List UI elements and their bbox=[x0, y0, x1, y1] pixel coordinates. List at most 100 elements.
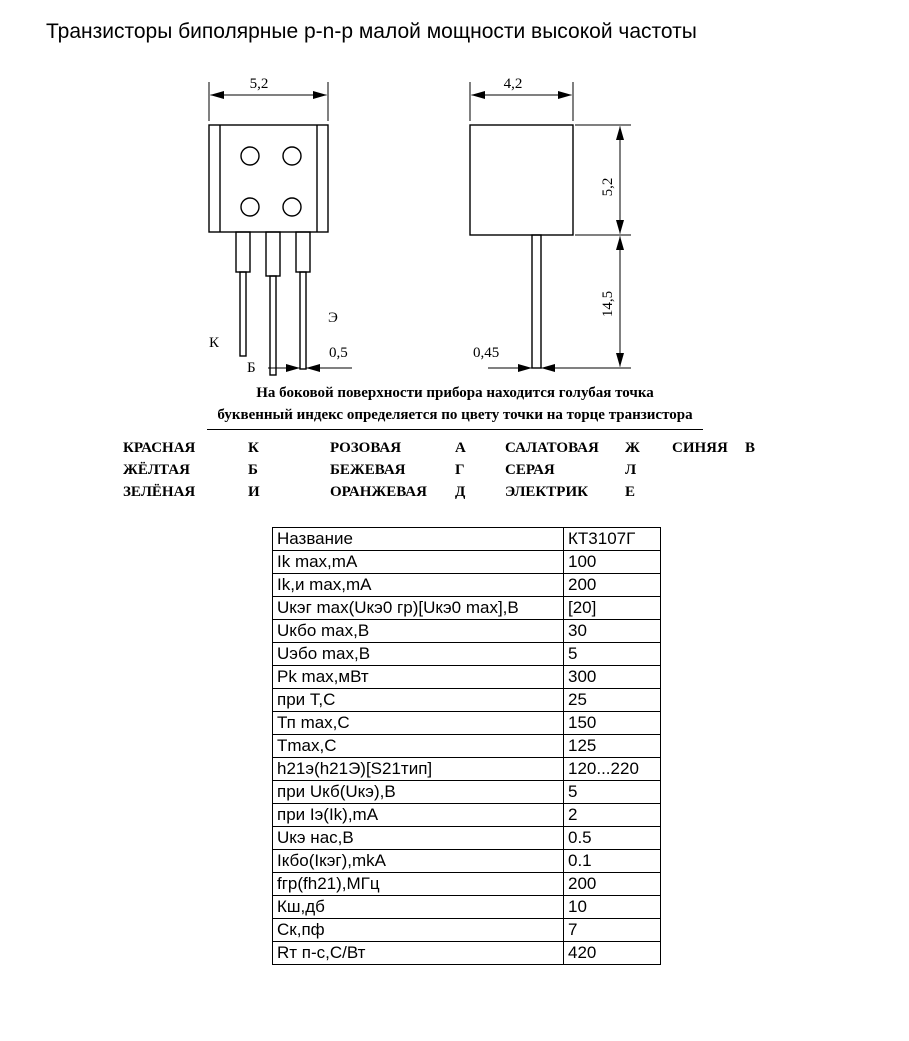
spec-value-cell: 100 bbox=[563, 550, 661, 574]
color-name: ЖЁЛТАЯ bbox=[123, 462, 190, 478]
lead-emitter bbox=[295, 231, 311, 273]
mounting-hole bbox=[282, 197, 302, 217]
color-name: КРАСНАЯ bbox=[123, 440, 196, 456]
pin-label-collector: К bbox=[209, 335, 220, 351]
color-name: СИНЯЯ bbox=[672, 440, 728, 456]
color-code-letter bbox=[745, 482, 785, 503]
spec-param-cell: h21э(h21Э)[S21тип] bbox=[272, 757, 564, 781]
spec-param-cell: Uкэг max(Uкэ0 гр)[Uкэ0 max],В bbox=[272, 596, 564, 620]
spec-param-cell: при Uкб(Uкэ),В bbox=[272, 780, 564, 804]
color-code-table: КРАСНАЯ К РОЗОВАЯ А САЛАТОВАЯ Ж СИНЯЯ В … bbox=[123, 438, 785, 503]
color-code-letter: К bbox=[248, 440, 259, 456]
pin-label-base: Б bbox=[247, 360, 256, 376]
spec-param-cell: Uкбо max,В bbox=[272, 619, 564, 643]
side-lead-width-dimension-label: 0,45 bbox=[473, 345, 499, 361]
color-name: СЕРАЯ bbox=[505, 462, 555, 478]
spec-param-cell: при Т,С bbox=[272, 688, 564, 712]
marking-note-line1: На боковой поверхности прибора находится… bbox=[256, 385, 654, 401]
package-body-front bbox=[208, 124, 329, 233]
side-height-dimension-label: 5,2 bbox=[600, 178, 616, 197]
lead-collector bbox=[239, 271, 247, 357]
spec-value-cell: 7 bbox=[563, 918, 661, 942]
spec-value-cell: 2 bbox=[563, 803, 661, 827]
package-body-side bbox=[469, 124, 574, 236]
spec-param-cell: Ск,пф bbox=[272, 918, 564, 942]
color-name: ЭЛЕКТРИК bbox=[505, 484, 588, 500]
spec-param-cell: Кш,дб bbox=[272, 895, 564, 919]
marking-notes: На боковой поверхности прибора находится… bbox=[120, 385, 790, 430]
spec-value-cell: 0.5 bbox=[563, 826, 661, 850]
spec-value-cell: 420 bbox=[563, 941, 661, 965]
spec-value-cell: 200 bbox=[563, 872, 661, 896]
side-width-dimension-label: 4,2 bbox=[504, 76, 523, 92]
spec-value-cell: КТ3107Г bbox=[563, 527, 661, 551]
front-view-labels: 5,2 К Б Э 0,5 bbox=[209, 76, 348, 376]
color-code-letter: А bbox=[455, 440, 466, 456]
color-name: ЗЕЛЁНАЯ bbox=[123, 484, 196, 500]
lead-emitter bbox=[299, 271, 307, 370]
spec-param-cell: Iкбо(Iкэг),mkA bbox=[272, 849, 564, 873]
color-code-letter: В bbox=[745, 440, 756, 456]
table-row: h21э(h21Э)[S21тип]120...220 bbox=[272, 757, 661, 781]
color-code-letter: Б bbox=[248, 462, 258, 478]
page-title: Транзисторы биполярные p-n-p малой мощно… bbox=[46, 20, 697, 43]
color-name bbox=[672, 460, 745, 481]
spec-param-cell: Uэбо max,В bbox=[272, 642, 564, 666]
color-name: БЕЖЕВАЯ bbox=[330, 462, 406, 478]
spec-value-cell: 150 bbox=[563, 711, 661, 735]
color-code-letter: Г bbox=[455, 462, 465, 478]
package-drawings: 5,2 К Б Э 0,5 4,2 5,2 14,5 bbox=[208, 76, 631, 376]
spec-param-cell: Ik,и max,mA bbox=[272, 573, 564, 597]
spec-param-cell: Тmax,С bbox=[272, 734, 564, 758]
spec-value-cell: 125 bbox=[563, 734, 661, 758]
lead-base bbox=[269, 275, 277, 376]
color-name: РОЗОВАЯ bbox=[330, 440, 402, 456]
spec-value-cell: 10 bbox=[563, 895, 661, 919]
spec-param-cell: Тп max,С bbox=[272, 711, 564, 735]
spec-param-cell: Rт п-с,С/Вт bbox=[272, 941, 564, 965]
color-name: ОРАНЖЕВАЯ bbox=[330, 484, 427, 500]
spec-value-cell: 25 bbox=[563, 688, 661, 712]
mounting-hole bbox=[282, 146, 302, 166]
spec-value-cell: 5 bbox=[563, 642, 661, 666]
lead-width-dimension-label: 0,5 bbox=[329, 345, 348, 361]
lead-collector bbox=[235, 231, 251, 273]
spec-value-cell: 300 bbox=[563, 665, 661, 689]
spec-param-cell: Ik max,mA bbox=[272, 550, 564, 574]
front-view-drawing bbox=[208, 82, 352, 376]
lead-base bbox=[265, 231, 281, 277]
marking-note-line2: буквенный индекс определяется по цвету т… bbox=[207, 407, 703, 430]
spec-value-cell: 0.1 bbox=[563, 849, 661, 873]
spec-param-cell: Название bbox=[272, 527, 564, 551]
color-code-letter: Л bbox=[625, 462, 637, 478]
mounting-hole bbox=[240, 146, 260, 166]
side-view-labels: 4,2 5,2 14,5 0,45 bbox=[473, 76, 616, 361]
pin-label-emitter: Э bbox=[328, 310, 338, 326]
lead-length-dimension-label: 14,5 bbox=[600, 291, 616, 317]
front-width-dimension-label: 5,2 bbox=[250, 76, 269, 92]
spec-param-cell: Pk max,мВт bbox=[272, 665, 564, 689]
color-name: САЛАТОВАЯ bbox=[505, 440, 599, 456]
spec-param-cell: fгр(fh21),МГц bbox=[272, 872, 564, 896]
spec-param-cell: Uкэ нас,В bbox=[272, 826, 564, 850]
spec-value-cell: 30 bbox=[563, 619, 661, 643]
spec-value-cell: 5 bbox=[563, 780, 661, 804]
color-code-letter: Е bbox=[625, 484, 636, 500]
